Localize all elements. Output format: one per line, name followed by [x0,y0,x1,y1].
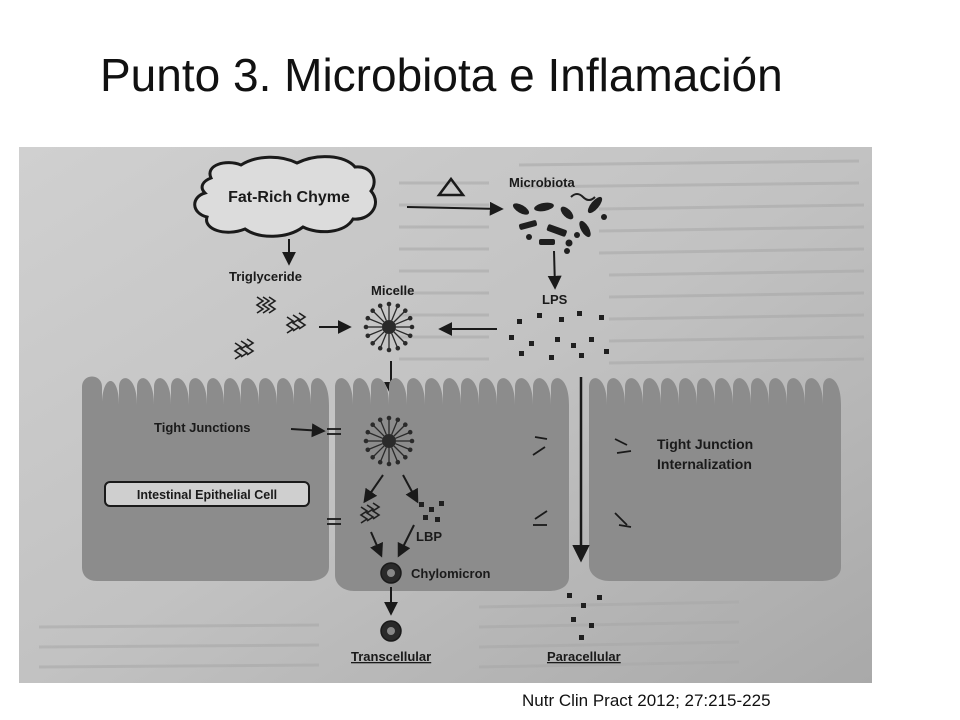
lbp-label: LBP [416,529,442,544]
triglyceride-in-cell [359,502,381,524]
intestinal-epithelial-cell-label: Intestinal Epithelial Cell [137,488,277,502]
arrow-micelle-to-lbp [402,474,419,504]
gut-microbiota-diagram: Fat-Rich Chyme Microbiota LPS Triglyceri… [19,147,872,683]
delta-triangle-icon [436,176,466,197]
paracellular-label: Paracellular [547,649,621,664]
intestinal-epithelial-cell-box [104,481,310,507]
citation: Nutr Clin Pract 2012; 27:215-225 [522,691,771,710]
arrow-microbiota-to-lps [547,250,562,290]
transcellular-label: Transcellular [351,649,431,664]
diagram-photo: Fat-Rich Chyme Microbiota LPS Triglyceri… [19,147,872,683]
arrow-micelle-to-triglyceride [363,474,384,504]
chylomicron-icon [380,562,402,584]
arrow-to-tight-junctions [290,423,326,438]
triglyceride-label: Triglyceride [229,269,302,284]
fat-rich-chyme-label: Fat-Rich Chyme [228,189,350,206]
tight-junction-marks [327,428,632,528]
fat-rich-chyme-cloud [193,155,377,238]
lps-paracellular-particles [567,593,602,640]
micelle-in-cell-icon [363,415,415,467]
background-text-lines [38,159,865,669]
lps-label: LPS [542,292,568,307]
microbiota-label: Microbiota [509,175,575,190]
arrow-chyme-to-microbiota [406,201,504,216]
tight-junction-internalization-label-2: Internalization [657,456,752,472]
microbiota-flagellum [570,193,596,201]
tight-junctions-label: Tight Junctions [154,420,251,435]
triglyceride-molecules [233,296,307,360]
chylomicron-transcellular-icon [380,620,402,642]
chylomicron-label: Chylomicron [411,566,491,581]
tight-junction-internalization-label-1: Tight Junction [657,436,753,452]
arrow-lbp-to-chylomicron [397,524,415,558]
micelle-label: Micelle [371,283,414,298]
micelle-icon [363,301,415,353]
lps-in-cell [419,501,444,522]
lps-particles [509,311,609,360]
arrow-triglyceride-to-chylomicron [370,531,383,558]
slide-title: Punto 3. Microbiota e Inflamación [100,49,783,101]
microbiota-bacteria [512,196,607,254]
